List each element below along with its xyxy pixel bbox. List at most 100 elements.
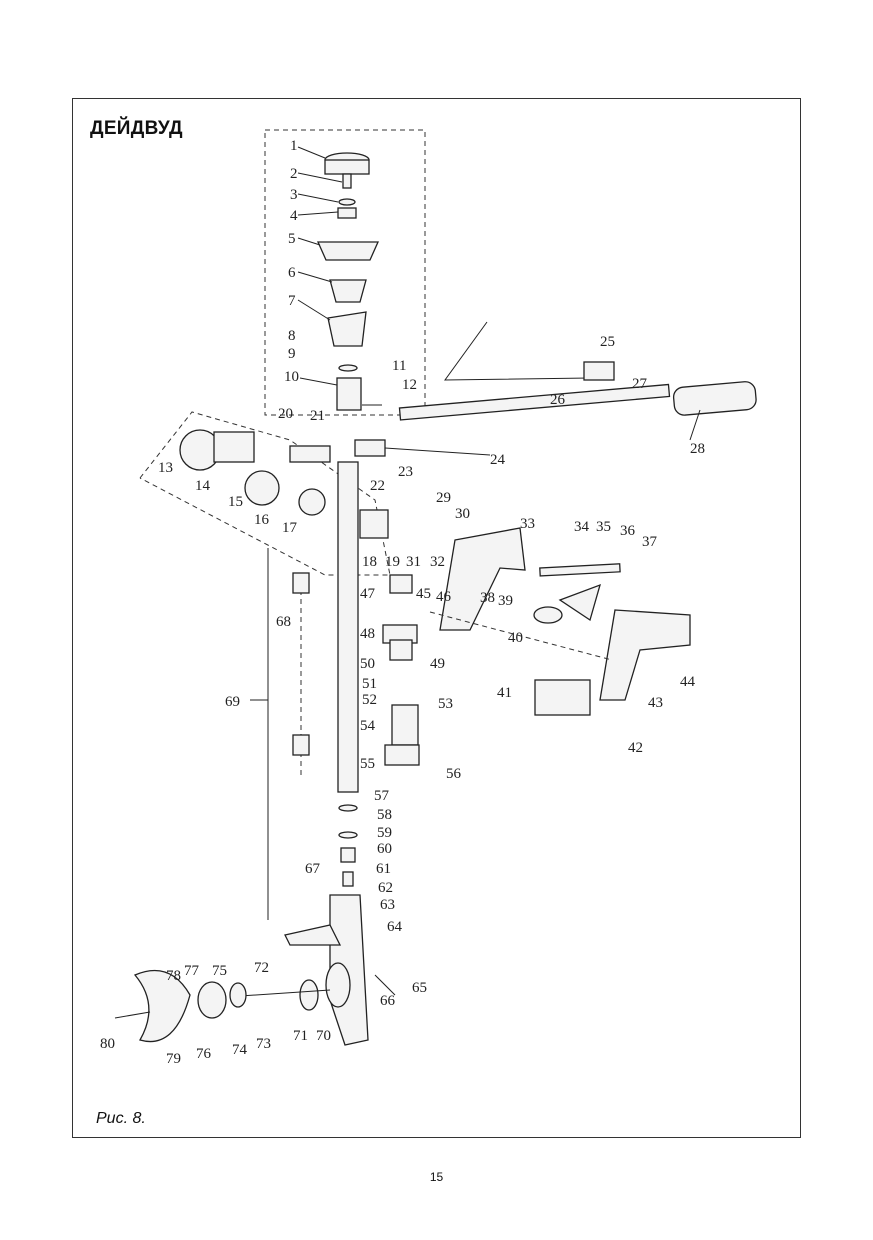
part-label-45: 45: [416, 586, 431, 602]
part-label-16: 16: [254, 512, 270, 528]
part-76-hub: [197, 981, 227, 1019]
part-label-51: 51: [362, 676, 377, 692]
part-label-2: 2: [290, 166, 298, 182]
part-label-44: 44: [680, 674, 696, 690]
part-label-26: 26: [550, 392, 566, 408]
part-54-bush: [391, 704, 419, 746]
part-label-59: 59: [377, 825, 392, 841]
part-label-68: 68: [276, 614, 291, 630]
part-label-3: 3: [290, 187, 298, 203]
part-label-50: 50: [360, 656, 375, 672]
part-label-6: 6: [288, 265, 296, 281]
part-label-60: 60: [377, 841, 392, 857]
part-label-13: 13: [158, 460, 173, 476]
part-4-bearing: [337, 207, 357, 219]
part-label-25: 25: [600, 334, 615, 350]
part-label-9: 9: [288, 346, 296, 362]
part-68-bush-top: [292, 572, 310, 594]
part-73-prop-shaft: [239, 989, 331, 997]
part-label-20: 20: [278, 406, 293, 422]
part-60-bush: [340, 847, 356, 863]
part-label-8: 8: [288, 328, 296, 344]
part-1-body: [324, 159, 370, 175]
part-28-grip: [672, 381, 757, 416]
part-label-47: 47: [360, 586, 376, 602]
figure-frame: [72, 98, 801, 1138]
part-label-73: 73: [256, 1036, 271, 1052]
part-label-67: 67: [305, 861, 321, 877]
part-label-66: 66: [380, 993, 396, 1009]
part-5-flange: [316, 241, 380, 261]
part-1-stem: [342, 173, 352, 189]
part-label-28: 28: [690, 441, 705, 457]
part-40-link: [558, 583, 601, 622]
part-label-7: 7: [288, 293, 296, 309]
part-label-43: 43: [648, 695, 663, 711]
part-label-30: 30: [455, 506, 470, 522]
part-label-54: 54: [360, 718, 376, 734]
part-label-37: 37: [642, 534, 658, 550]
part-label-39: 39: [498, 593, 513, 609]
part-7-housing: [327, 311, 367, 347]
part-14-bracket: [213, 431, 255, 463]
part-label-49: 49: [430, 656, 445, 672]
part-59-ring: [338, 831, 358, 839]
part-label-4: 4: [290, 208, 298, 224]
part-label-58: 58: [377, 807, 392, 823]
part-label-65: 65: [412, 980, 427, 996]
part-label-80: 80: [100, 1036, 115, 1052]
part-label-46: 46: [436, 589, 452, 605]
part-label-19: 19: [385, 554, 400, 570]
part-label-70: 70: [316, 1028, 331, 1044]
part-58-ring: [338, 804, 358, 812]
part-33-bracket: [439, 527, 526, 631]
page-number: 15: [429, 1170, 444, 1184]
part-41-block: [534, 679, 591, 716]
part-71-bearing: [299, 979, 319, 1011]
part-label-48: 48: [360, 626, 375, 642]
part-50-bush: [389, 639, 413, 661]
part-label-71: 71: [293, 1028, 308, 1044]
part-25-cable: [444, 321, 591, 381]
part-label-35: 35: [596, 519, 611, 535]
part-6-housing: [329, 279, 367, 303]
part-34-pin: [539, 563, 621, 577]
part-label-75: 75: [212, 963, 227, 979]
bracket-link-axis: [429, 611, 613, 661]
part-label-34: 34: [574, 519, 590, 535]
part-61-pin: [342, 871, 354, 887]
part-label-77: 77: [184, 963, 200, 979]
part-label-29: 29: [436, 490, 451, 506]
part-40-sleeve: [533, 606, 563, 624]
part-18-clamp: [359, 509, 389, 539]
part-80-bolt: [114, 1011, 151, 1019]
part-label-36: 36: [620, 523, 636, 539]
part-label-17: 17: [282, 520, 298, 536]
part-label-64: 64: [387, 919, 403, 935]
part-label-52: 52: [362, 692, 377, 708]
part-label-27: 27: [632, 376, 648, 392]
part-label-63: 63: [380, 897, 395, 913]
part-70-seal: [325, 962, 351, 1008]
part-55-clamp: [384, 744, 420, 766]
part-label-12: 12: [402, 377, 417, 393]
part-label-53: 53: [438, 696, 453, 712]
part-label-74: 74: [232, 1042, 248, 1058]
part-label-76: 76: [196, 1046, 212, 1062]
part-74-washer: [229, 982, 247, 1008]
part-label-41: 41: [497, 685, 512, 701]
part-label-18: 18: [362, 554, 377, 570]
part-15-wheel: [244, 470, 280, 506]
part-label-69: 69: [225, 694, 240, 710]
leader-lines: [250, 146, 701, 996]
part-label-11: 11: [392, 358, 406, 374]
part-label-72: 72: [254, 960, 269, 976]
part-label-22: 22: [370, 478, 385, 494]
leg-tube: [337, 461, 359, 793]
part-10-clamp: [336, 377, 362, 411]
part-62-cavitation-plate: [284, 924, 342, 946]
part-label-79: 79: [166, 1051, 181, 1067]
part-label-56: 56: [446, 766, 462, 782]
